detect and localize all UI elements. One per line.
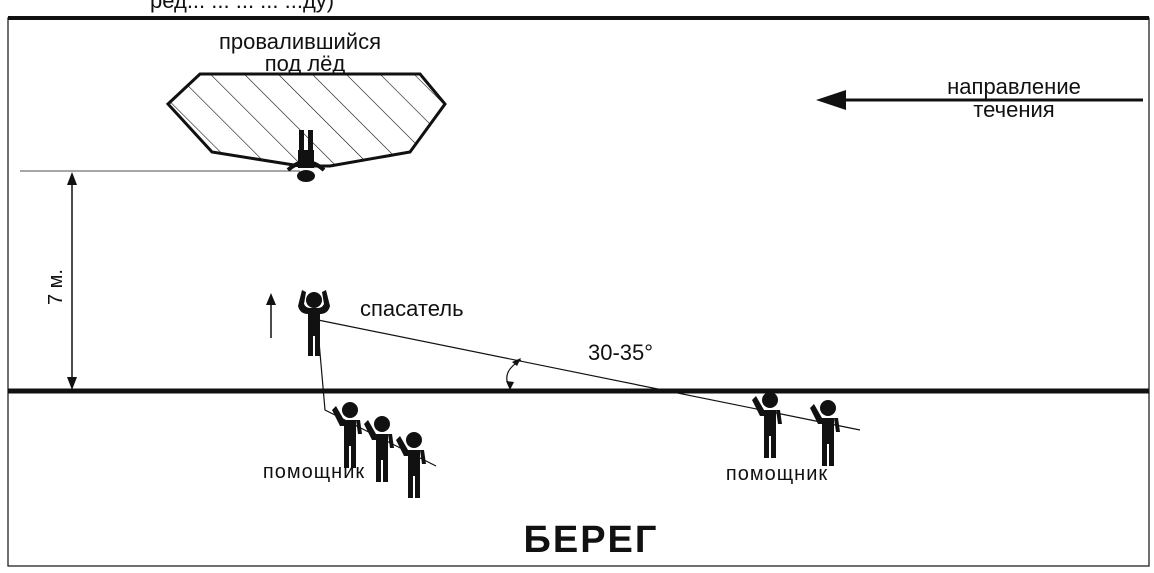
victim-label-line2: под лёд	[265, 51, 346, 76]
current-label-line1: направление	[947, 74, 1081, 99]
helper-right-label: помощник	[726, 463, 828, 485]
helper-right-1-icon	[752, 392, 782, 458]
header-fragment: ред... ... ... ... ...ду)	[150, 0, 334, 13]
victim-label-line1: провалившийся	[219, 29, 381, 54]
helper-left-label: помощник	[263, 461, 365, 483]
helper-left-2-icon	[364, 416, 394, 482]
angle-label: 30-35°	[588, 340, 653, 365]
arrow-left-icon	[816, 90, 1143, 110]
distance-label: 7 м.	[45, 269, 67, 305]
double-arrow-icon	[67, 172, 77, 390]
rescuer-label: спасатель	[360, 296, 464, 321]
helper-left-1-icon	[332, 402, 362, 468]
rescuer-icon	[298, 290, 330, 356]
helper-right-2-icon	[810, 400, 840, 466]
arrow-up-icon	[266, 293, 276, 338]
rope-line-left	[317, 329, 437, 467]
angle-arc-icon	[506, 358, 522, 390]
helper-left-3-icon	[396, 432, 426, 498]
shore-label: БЕРЕГ	[524, 519, 659, 561]
ice-hole	[165, 72, 447, 168]
